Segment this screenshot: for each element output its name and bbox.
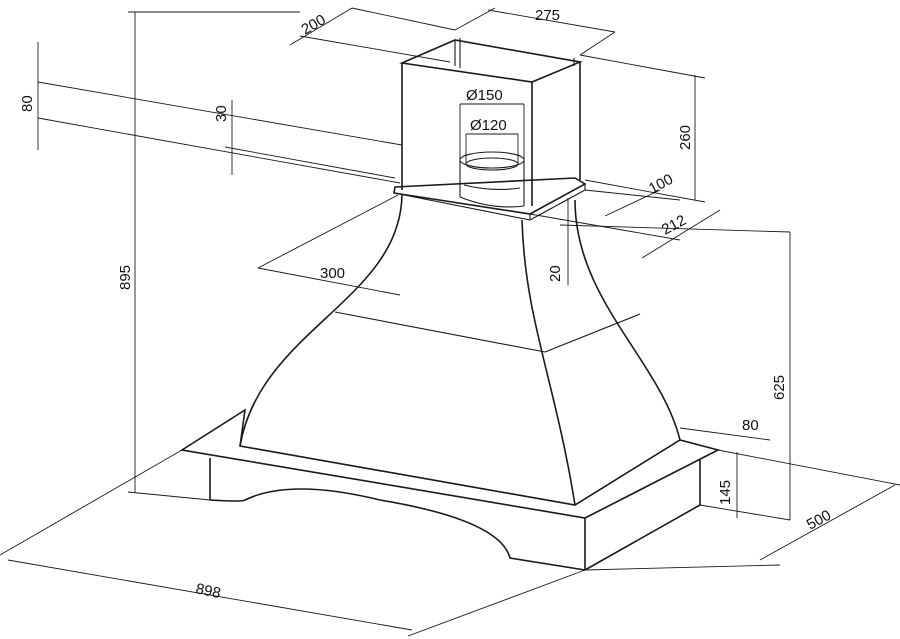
body-right-curve: [574, 199, 681, 441]
top-plate-front: [529, 189, 586, 221]
hood-outline: [179, 38, 721, 571]
canopy-top-edge: [584, 449, 719, 519]
duct-ring: [463, 184, 521, 191]
label-898: 898: [194, 580, 222, 602]
dim-260-ext-top: [579, 54, 706, 79]
dim-80-ext-b: [37, 117, 401, 184]
dim-300-ext: [257, 194, 399, 269]
dim-80b-line: [679, 427, 771, 441]
label-212: 212: [659, 212, 689, 239]
label-d120: Ø120: [470, 117, 507, 134]
dim-200-ext-b: [351, 7, 456, 31]
top-plate-edge: [393, 192, 531, 221]
dimension-labels: 200 275 260 80 30 Ø150 Ø120 100 212 300 …: [19, 7, 834, 602]
duct-top-ellipse: [459, 151, 525, 169]
dim-275-line: [487, 9, 616, 33]
dim-200-ext-a: [299, 35, 451, 63]
dim-275-ext-a: [454, 7, 496, 31]
dim-212-ext: [559, 224, 791, 233]
dim-898-line: [7, 559, 413, 631]
dim-100-line: [604, 189, 661, 217]
label-500: 500: [804, 507, 834, 534]
dim-260-ext-bot: [584, 179, 706, 203]
dim-898-ext-b: [407, 569, 586, 637]
dim-212-line: [641, 209, 721, 259]
dim-895-ext-bot: [127, 491, 211, 501]
label-300: 300: [320, 265, 345, 282]
label-145: 145: [717, 480, 734, 505]
dim-275-ext-b: [579, 31, 616, 56]
dim-200-line: [289, 7, 353, 46]
dim-500-line: [759, 484, 896, 561]
label-80-canopy: 80: [742, 417, 759, 434]
dim-100-ext-b: [529, 213, 681, 241]
label-895: 895: [117, 265, 134, 290]
label-80-top: 80: [19, 95, 36, 112]
duct-collar: [459, 151, 525, 208]
dim-145-ext-bot: [699, 504, 791, 521]
dim-30-ext: [224, 146, 396, 179]
body-left-curve: [239, 194, 403, 447]
label-30: 30: [213, 105, 230, 122]
label-260: 260: [677, 125, 694, 150]
dimension-lines: [0, 7, 900, 637]
body-mid-line-2: [544, 313, 641, 353]
body-front-curve: [521, 219, 576, 506]
label-d150: Ø150: [466, 87, 503, 104]
dim-145-ext-top: [717, 449, 900, 486]
label-200: 200: [299, 11, 329, 38]
label-625: 625: [771, 375, 788, 400]
canopy-top: [179, 408, 721, 519]
dim-500-ext: [584, 564, 781, 571]
label-100: 100: [646, 171, 676, 198]
label-275: 275: [535, 7, 560, 24]
canopy-inner-line: [239, 445, 576, 506]
duct-bottom: [459, 196, 525, 208]
body-mid-line-1: [334, 311, 546, 353]
top-plate: [393, 177, 587, 215]
chimney-top: [399, 39, 583, 83]
dim-80-ext-a: [37, 81, 403, 146]
canopy-bottom-right: [584, 504, 701, 571]
dim-300-line: [257, 267, 401, 296]
canopy-arch: [209, 488, 586, 571]
dim-898-ext-a: [0, 449, 183, 556]
dim-100-ext: [584, 189, 681, 201]
label-20: 20: [547, 265, 564, 282]
